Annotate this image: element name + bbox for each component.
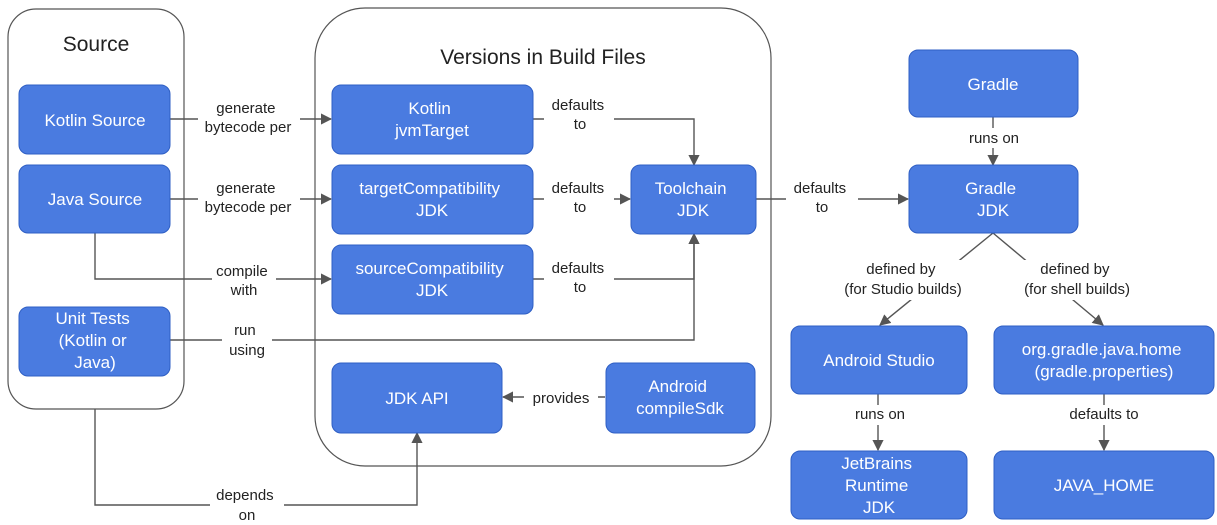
edge-label-run-using: run using — [229, 322, 265, 359]
build-files-group-title: Versions in Build Files — [440, 46, 645, 69]
node-gradle-java-home-box — [993, 325, 1215, 395]
node-unit-tests: Unit Tests (Kotlin or Java) — [55, 309, 134, 372]
node-gradle-java-home: org.gradle.java.home (gradle.properties) — [1022, 340, 1186, 381]
node-gradle-box — [908, 49, 1079, 118]
node-compile-sdk: Android compileSdk — [636, 377, 724, 418]
node-jetbrains-runtime-box — [790, 450, 968, 520]
edge-label-jvm-defaults: defaults to — [552, 97, 609, 133]
edge-label-defined-shell: defined by (for shell builds) — [1024, 261, 1130, 298]
node-source-compat-box — [331, 244, 534, 315]
node-android-studio-box — [790, 325, 968, 395]
node-jetbrains-runtime: JetBrains Runtime JDK — [841, 454, 917, 517]
node-unit-tests-box — [18, 306, 171, 377]
node-java-source: Java Source — [48, 190, 143, 209]
edge-label-provides: provides — [533, 390, 590, 407]
edge-label-defaults-java-home: defaults to — [1069, 406, 1138, 423]
node-source-compat: sourceCompatibility JDK — [355, 259, 508, 300]
node-toolchain: Toolchain JDK — [655, 179, 732, 220]
node-gradle-jdk: Gradle JDK — [965, 179, 1021, 220]
node-jdk-api-box — [331, 362, 503, 434]
edge-labels: generate bytecode per generate bytecode … — [198, 96, 1150, 524]
node-toolchain-box — [630, 164, 757, 235]
node-java-source-box — [18, 164, 171, 234]
edge-label-source-defaults: defaults to — [552, 260, 609, 296]
node-kotlin-source: Kotlin Source — [44, 111, 145, 130]
edge-label-runs-on-studio: runs on — [855, 406, 905, 423]
nodes: Kotlin Source Java Source Unit Tests (Ko… — [18, 49, 1215, 520]
edge-label-depends-on: depends on — [216, 487, 278, 524]
node-target-compat: targetCompatibility JDK — [359, 179, 505, 220]
edge-label-compile-with: compile with — [216, 263, 272, 299]
node-android-studio: Android Studio — [823, 351, 935, 370]
node-kotlin-source-box — [18, 84, 171, 155]
node-gradle-jdk-box — [908, 164, 1079, 234]
edge-label-kotlin-gen: generate bytecode per — [205, 100, 292, 136]
node-java-home-box — [993, 450, 1215, 520]
node-compile-sdk-box — [605, 362, 756, 434]
node-jdk-api: JDK API — [385, 389, 448, 408]
source-group-title: Source — [63, 33, 130, 56]
edge-label-runs-on-gradle: runs on — [969, 130, 1019, 147]
node-kotlin-jvmtarget: Kotlin jvmTarget — [394, 99, 469, 140]
node-gradle: Gradle — [967, 75, 1018, 94]
node-java-home: JAVA_HOME — [1054, 476, 1154, 495]
edge-label-target-defaults: defaults to — [552, 180, 609, 216]
node-target-compat-box — [331, 164, 534, 235]
node-kotlin-jvmtarget-box — [331, 84, 534, 155]
edge-label-java-gen: generate bytecode per — [205, 180, 292, 216]
edge-label-toolchain-defaults: defaults to — [794, 180, 851, 216]
edge-label-defined-studio: defined by (for Studio builds) — [844, 261, 962, 298]
